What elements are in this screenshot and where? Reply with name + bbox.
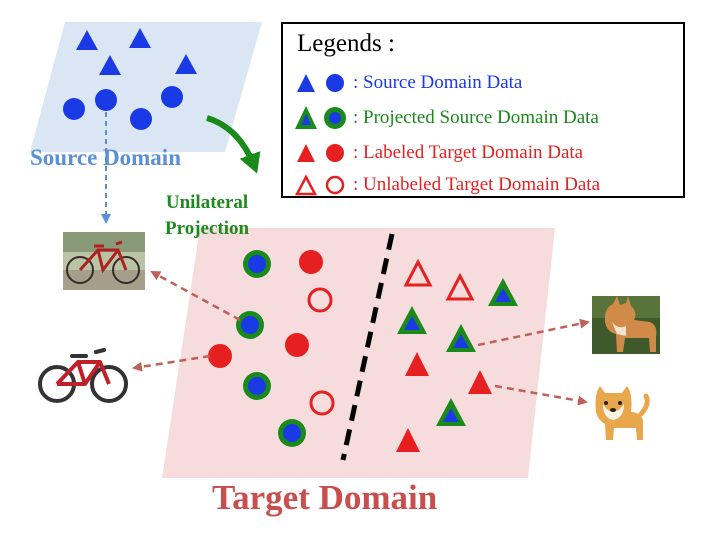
labeled-target-triangle xyxy=(468,370,492,394)
labeled-target-symbols-icon xyxy=(297,144,344,162)
projected-circles xyxy=(236,250,306,447)
projection-arrow xyxy=(206,115,261,174)
legend-text-labeled-target: : Labeled Target Domain Data xyxy=(353,142,584,163)
decision-boundary xyxy=(340,233,395,461)
labeled-target-circle xyxy=(285,333,309,357)
labeled-target-triangles xyxy=(396,352,492,452)
projected-circle xyxy=(243,372,271,400)
unlabeled-target-symbols-icon xyxy=(295,174,345,196)
source-domain-region xyxy=(30,22,262,152)
unlabeled-target-triangle xyxy=(445,272,475,301)
source-triangles xyxy=(76,28,197,75)
projected-triangle xyxy=(436,398,466,426)
legend-item-unlabeled-target: : Unlabeled Target Domain Data xyxy=(295,170,600,200)
unlabeled-target-circles xyxy=(307,287,335,416)
legend-box: Legends : : Source Domain Data : Project… xyxy=(281,22,685,198)
legend-text-source: : Source Domain Data xyxy=(353,72,523,93)
arrow-to-dog-photo xyxy=(477,318,590,347)
legend-text-unlabeled-target: : Unlabeled Target Domain Data xyxy=(353,174,600,195)
source-circle xyxy=(63,98,85,120)
projected-triangle xyxy=(488,278,518,306)
unilateral-projection-label: Unilateral Projection xyxy=(165,190,249,242)
arrow-to-bike-photo xyxy=(150,270,241,322)
source-triangle xyxy=(129,28,151,48)
source-symbols-icon xyxy=(297,74,344,92)
source-circle xyxy=(95,89,117,111)
labeled-target-circle xyxy=(208,344,232,368)
target-domain-label: Target Domain xyxy=(212,478,438,517)
projected-triangles xyxy=(397,278,518,426)
source-triangle xyxy=(99,55,121,75)
arrow-to-dog-icon xyxy=(494,384,588,406)
unlabeled-target-triangles xyxy=(403,258,475,301)
unlabeled-target-circle xyxy=(309,390,335,416)
labeled-target-triangle xyxy=(396,428,420,452)
legend-item-projected: : Projected Source Domain Data xyxy=(295,103,599,133)
legend-text-projected: : Projected Source Domain Data xyxy=(353,107,599,128)
projected-symbols-icon xyxy=(295,106,346,129)
source-circles xyxy=(63,86,183,130)
dog-icon xyxy=(595,386,650,440)
projected-triangle xyxy=(446,324,476,352)
projected-triangle xyxy=(397,306,427,334)
unlabeled-target-triangle xyxy=(403,258,433,287)
unlabeled-target-circle xyxy=(307,287,333,313)
bicycle-icon xyxy=(38,348,128,403)
labeled-target-circles xyxy=(208,250,323,368)
source-triangle xyxy=(76,30,98,50)
legend-item-labeled-target: : Labeled Target Domain Data xyxy=(295,138,583,168)
projected-circle xyxy=(278,419,306,447)
projection-text: Projection xyxy=(165,218,250,239)
projected-circle xyxy=(236,311,264,339)
arrow-to-bike-icon xyxy=(132,354,211,372)
legend-title: Legends : xyxy=(297,30,395,57)
dog-photo xyxy=(592,296,660,354)
source-circle xyxy=(161,86,183,108)
bicycle-photo xyxy=(63,232,145,290)
source-domain-label: Source Domain xyxy=(30,145,181,170)
projected-circle xyxy=(243,250,271,278)
source-circle xyxy=(130,108,152,130)
labeled-target-circle xyxy=(299,250,323,274)
source-triangle xyxy=(175,54,197,74)
unilateral-text: Unilateral xyxy=(165,192,249,213)
labeled-target-triangle xyxy=(405,352,429,376)
legend-item-source: : Source Domain Data xyxy=(295,68,522,98)
